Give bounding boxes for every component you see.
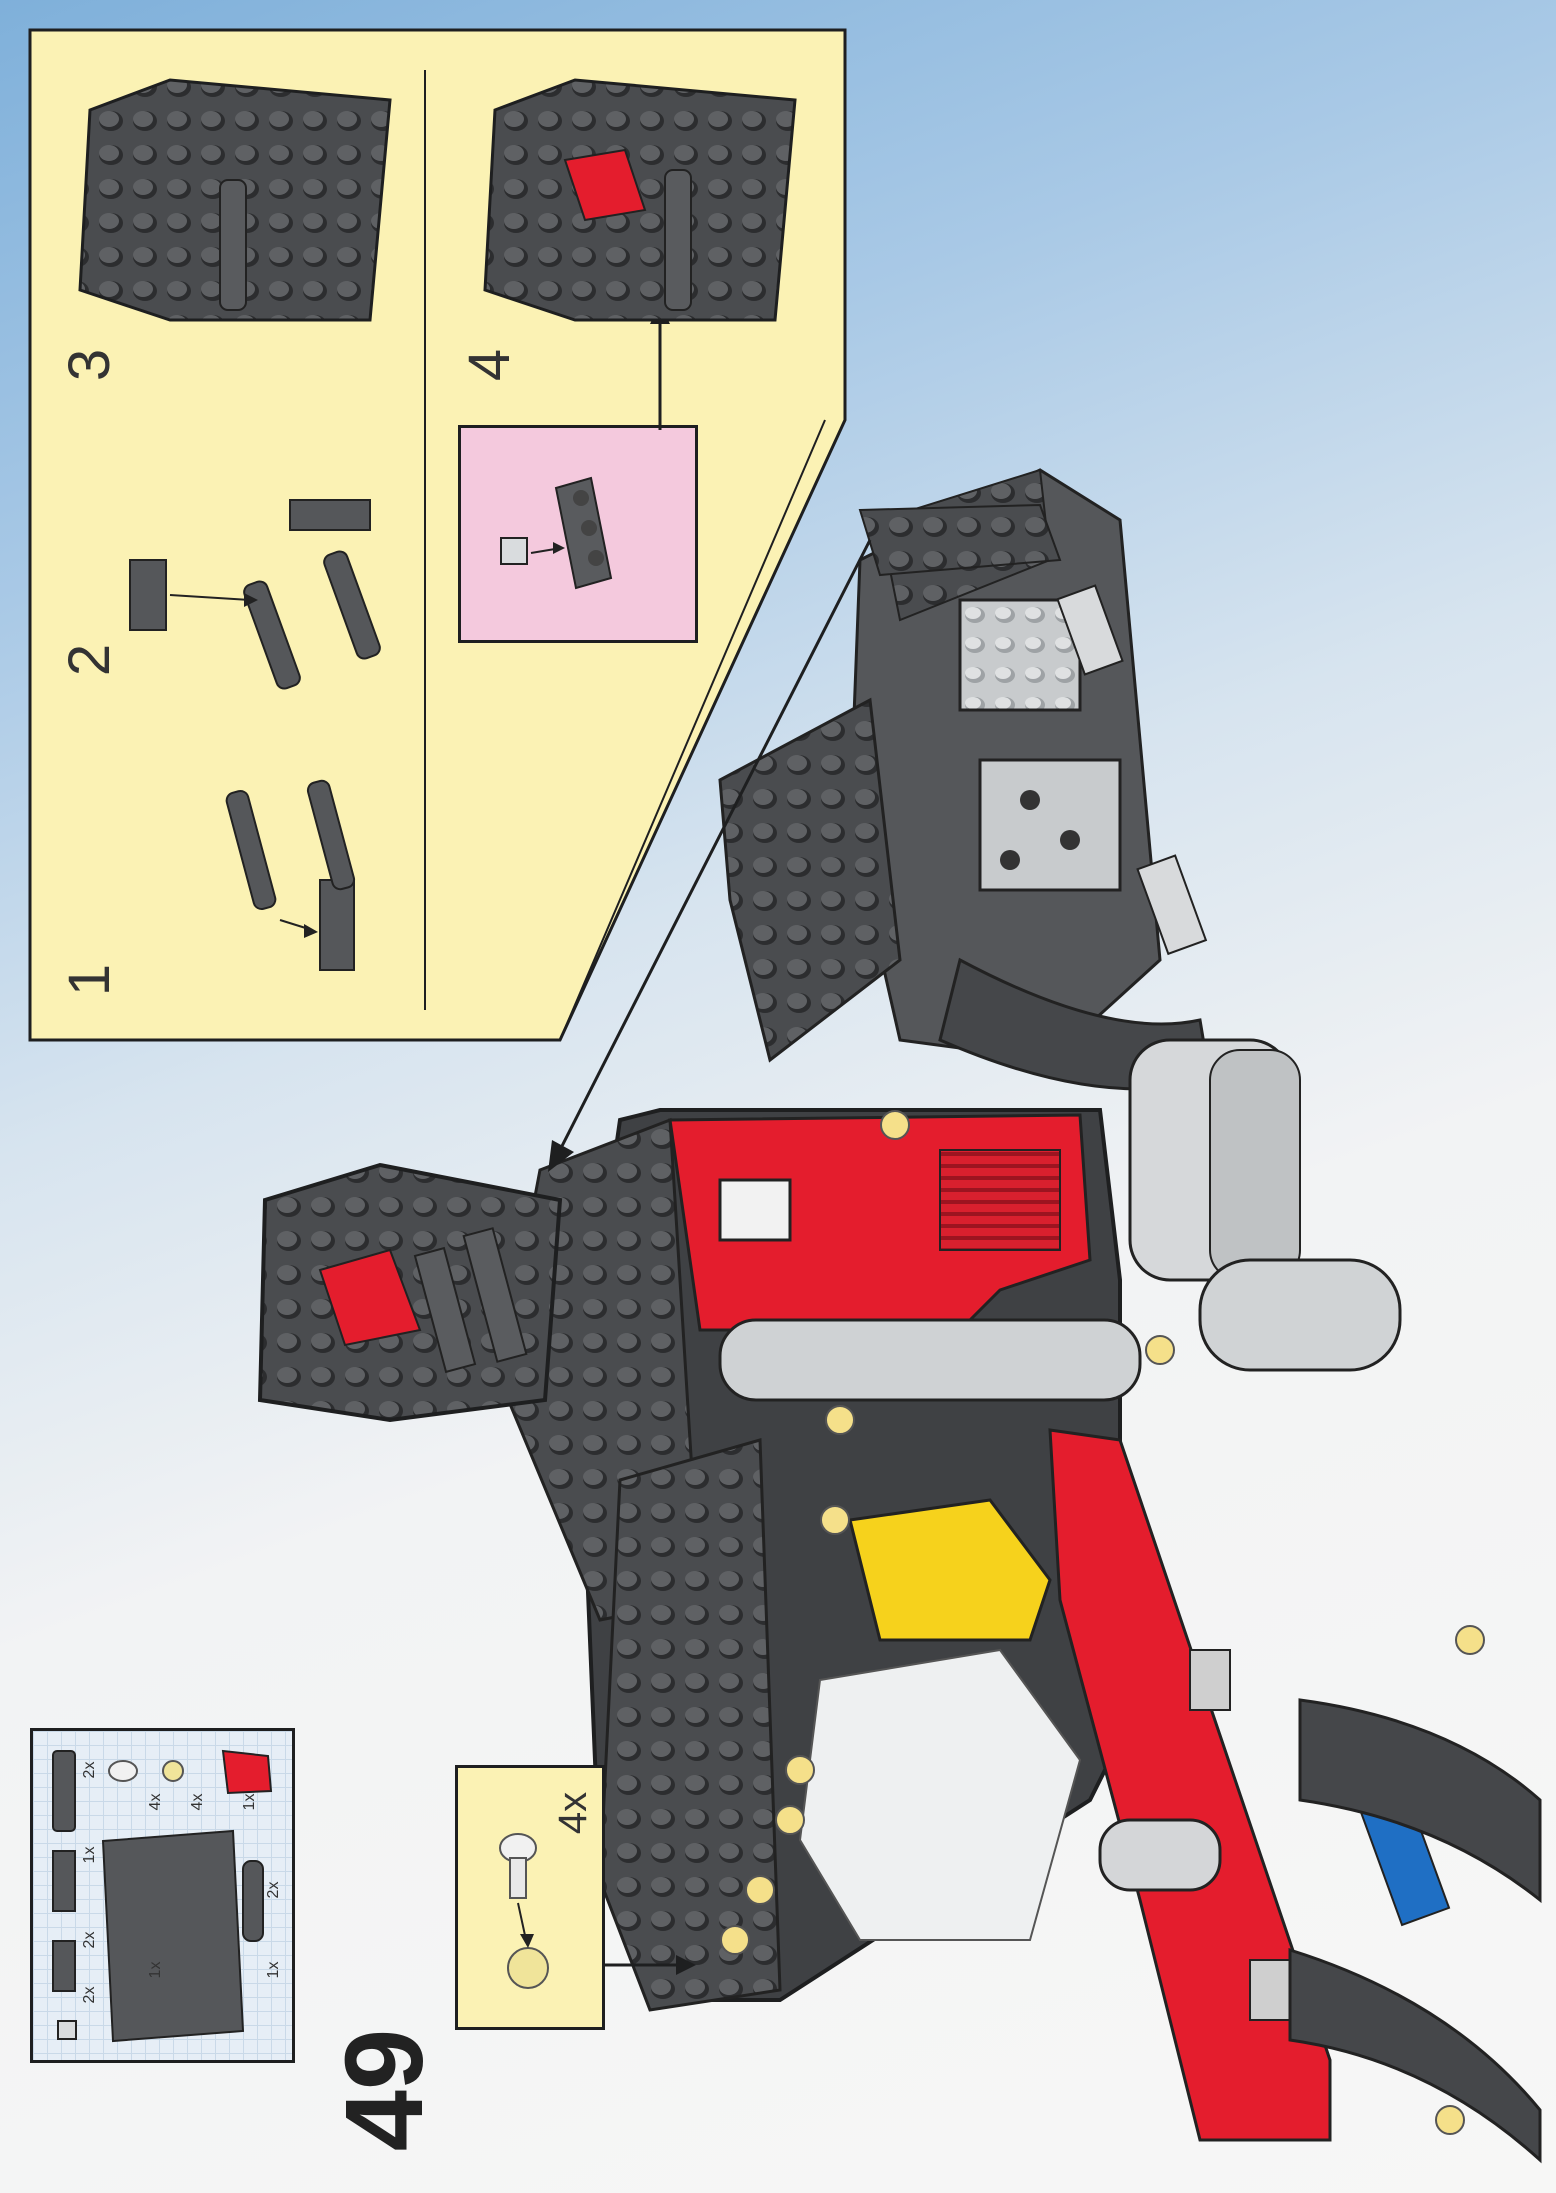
part-qty-label: 2x [81, 1986, 98, 2004]
pin-subassembly-inset: 4x [455, 1765, 605, 2030]
part-qty-label: 2x [81, 1931, 98, 1949]
step-number-3: 3 [57, 348, 122, 382]
step4-assembly [483, 78, 797, 322]
part-qty-label: 4x [147, 1793, 164, 1811]
part-qty-label: 2x [265, 1881, 282, 1899]
subassembly-quantity: 4x [550, 1791, 595, 1835]
part-qty-label: 2x [81, 1761, 98, 1779]
step-number-4: 4 [457, 348, 522, 382]
part-qty-label: 1x [241, 1793, 258, 1811]
parts-list-panel: 2x 1x 1x 2x 2x 2x 4x 4x 1x 1x [30, 1728, 295, 2063]
part-qty-label: 4x [189, 1793, 206, 1811]
step2-parts [129, 499, 381, 690]
subassembly-pink-panel [458, 425, 698, 643]
part-qty-label: 1x [265, 1961, 282, 1979]
step1-parts [225, 779, 356, 971]
part-qty-label: 1x [81, 1846, 98, 1864]
parts-illustrations [52, 1749, 273, 2043]
page-number: 49 [323, 2028, 446, 2152]
step-number-2: 2 [57, 643, 122, 677]
pin-part-illustration [499, 1833, 549, 1989]
step3-assembly [78, 78, 392, 322]
step-number-1: 1 [57, 963, 122, 997]
part-qty-label: 1x [147, 1961, 164, 1979]
